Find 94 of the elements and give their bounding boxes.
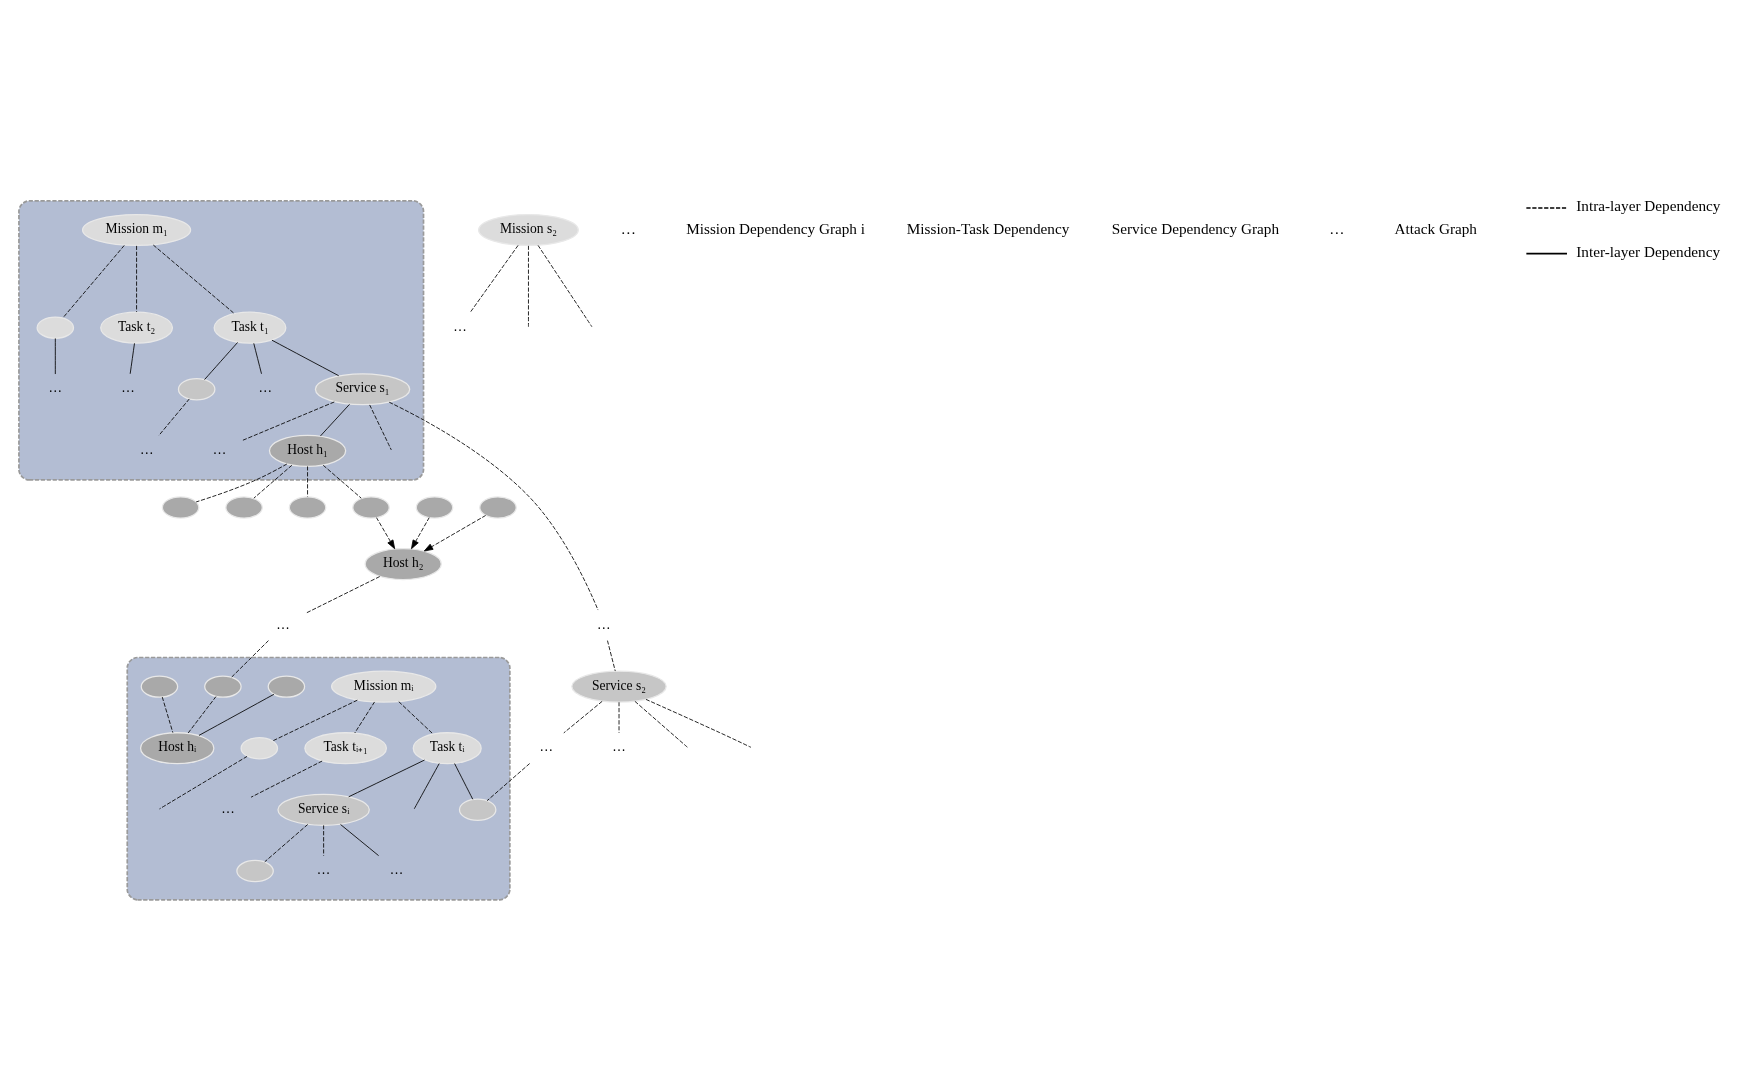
legend-label: Intra-layer Dependency	[1576, 196, 1721, 214]
node-circle	[161, 495, 200, 519]
cluster	[126, 656, 511, 901]
connector	[250, 760, 323, 798]
connector	[563, 700, 603, 733]
node-circle	[240, 736, 279, 759]
connector	[158, 398, 190, 436]
connector	[161, 696, 174, 733]
connector	[528, 244, 529, 327]
connector	[305, 575, 381, 614]
connector	[54, 337, 56, 374]
node-circle	[352, 495, 390, 519]
node-text: …	[316, 861, 331, 877]
node-text: …	[612, 738, 626, 754]
arrow	[376, 516, 396, 549]
node-text: …	[121, 379, 135, 395]
connector	[253, 464, 293, 499]
node-circle	[288, 495, 327, 519]
connector	[486, 762, 531, 801]
node-text: …	[539, 738, 553, 754]
node-text: …	[597, 616, 611, 632]
label: …	[1329, 219, 1345, 237]
connector	[307, 465, 308, 497]
connector	[340, 823, 380, 856]
connector	[323, 824, 325, 856]
node-text: …	[453, 318, 467, 334]
connector	[159, 755, 248, 809]
node-circle	[458, 798, 497, 821]
node-ellipse: Service s₂	[571, 670, 667, 703]
connector	[129, 342, 135, 374]
connector	[469, 244, 519, 313]
connector	[271, 339, 340, 376]
node-circle	[236, 859, 274, 882]
label: Attack Graph	[1394, 219, 1477, 237]
arrow	[411, 516, 430, 549]
connector	[253, 342, 262, 374]
node-ellipse: Mission s₂	[478, 213, 579, 246]
connector	[388, 401, 599, 610]
connector	[369, 404, 392, 450]
connector	[204, 341, 239, 380]
node-ellipse: Task tᵢ₊₁	[304, 731, 388, 764]
label: …	[620, 219, 636, 237]
node-ellipse: Mission mᵢ	[331, 670, 437, 703]
connector	[62, 244, 125, 318]
label: Service Dependency Graph	[1111, 219, 1280, 237]
arrow	[423, 514, 487, 551]
connector	[348, 759, 425, 797]
node-text: …	[389, 861, 404, 877]
label: Mission-Task Dependency	[906, 219, 1070, 237]
cluster	[18, 199, 425, 481]
node-ellipse: Mission m₁	[81, 213, 192, 246]
connector	[322, 464, 362, 499]
connector	[198, 693, 275, 736]
node-text: …	[221, 800, 235, 816]
connector	[152, 244, 235, 314]
node-circle	[177, 377, 216, 400]
connector	[537, 244, 593, 327]
node-circle	[225, 495, 263, 519]
node-ellipse: Host h₂	[364, 547, 442, 580]
connector	[607, 639, 616, 671]
node-text: …	[212, 441, 227, 457]
node-ellipse: Task t₁	[213, 311, 287, 344]
connector	[398, 700, 434, 734]
node-circle	[267, 674, 306, 698]
node-ellipse: Host hᵢ	[139, 731, 215, 764]
node-ellipse: Host h₁	[268, 434, 347, 467]
connector	[187, 695, 217, 734]
node-circle	[36, 315, 75, 339]
connector	[645, 698, 752, 748]
node-circle	[415, 495, 454, 519]
connector	[354, 701, 375, 733]
connector	[136, 244, 137, 312]
connector	[413, 762, 440, 809]
connector	[320, 403, 350, 436]
connector	[634, 700, 688, 748]
connector	[264, 823, 309, 862]
connector	[242, 401, 335, 441]
connector	[195, 463, 288, 502]
node-text: …	[48, 379, 63, 395]
legend-label: Inter-layer Dependency	[1576, 242, 1721, 260]
node-ellipse: Task tᵢ	[412, 731, 482, 764]
connector	[231, 639, 269, 678]
label: Mission Dependency Graph i	[686, 219, 866, 237]
connector	[272, 699, 358, 741]
node-ellipse: Service s₁	[314, 372, 411, 405]
node-circle	[140, 674, 179, 698]
node-text: …	[139, 441, 154, 457]
node-ellipse: Service sᵢ	[277, 793, 370, 826]
node-text: …	[258, 379, 272, 395]
node-ellipse: Task t₂	[100, 311, 174, 344]
node-circle	[479, 495, 517, 519]
node-text: …	[276, 616, 290, 632]
node-circle	[204, 674, 242, 698]
connector	[454, 762, 474, 800]
